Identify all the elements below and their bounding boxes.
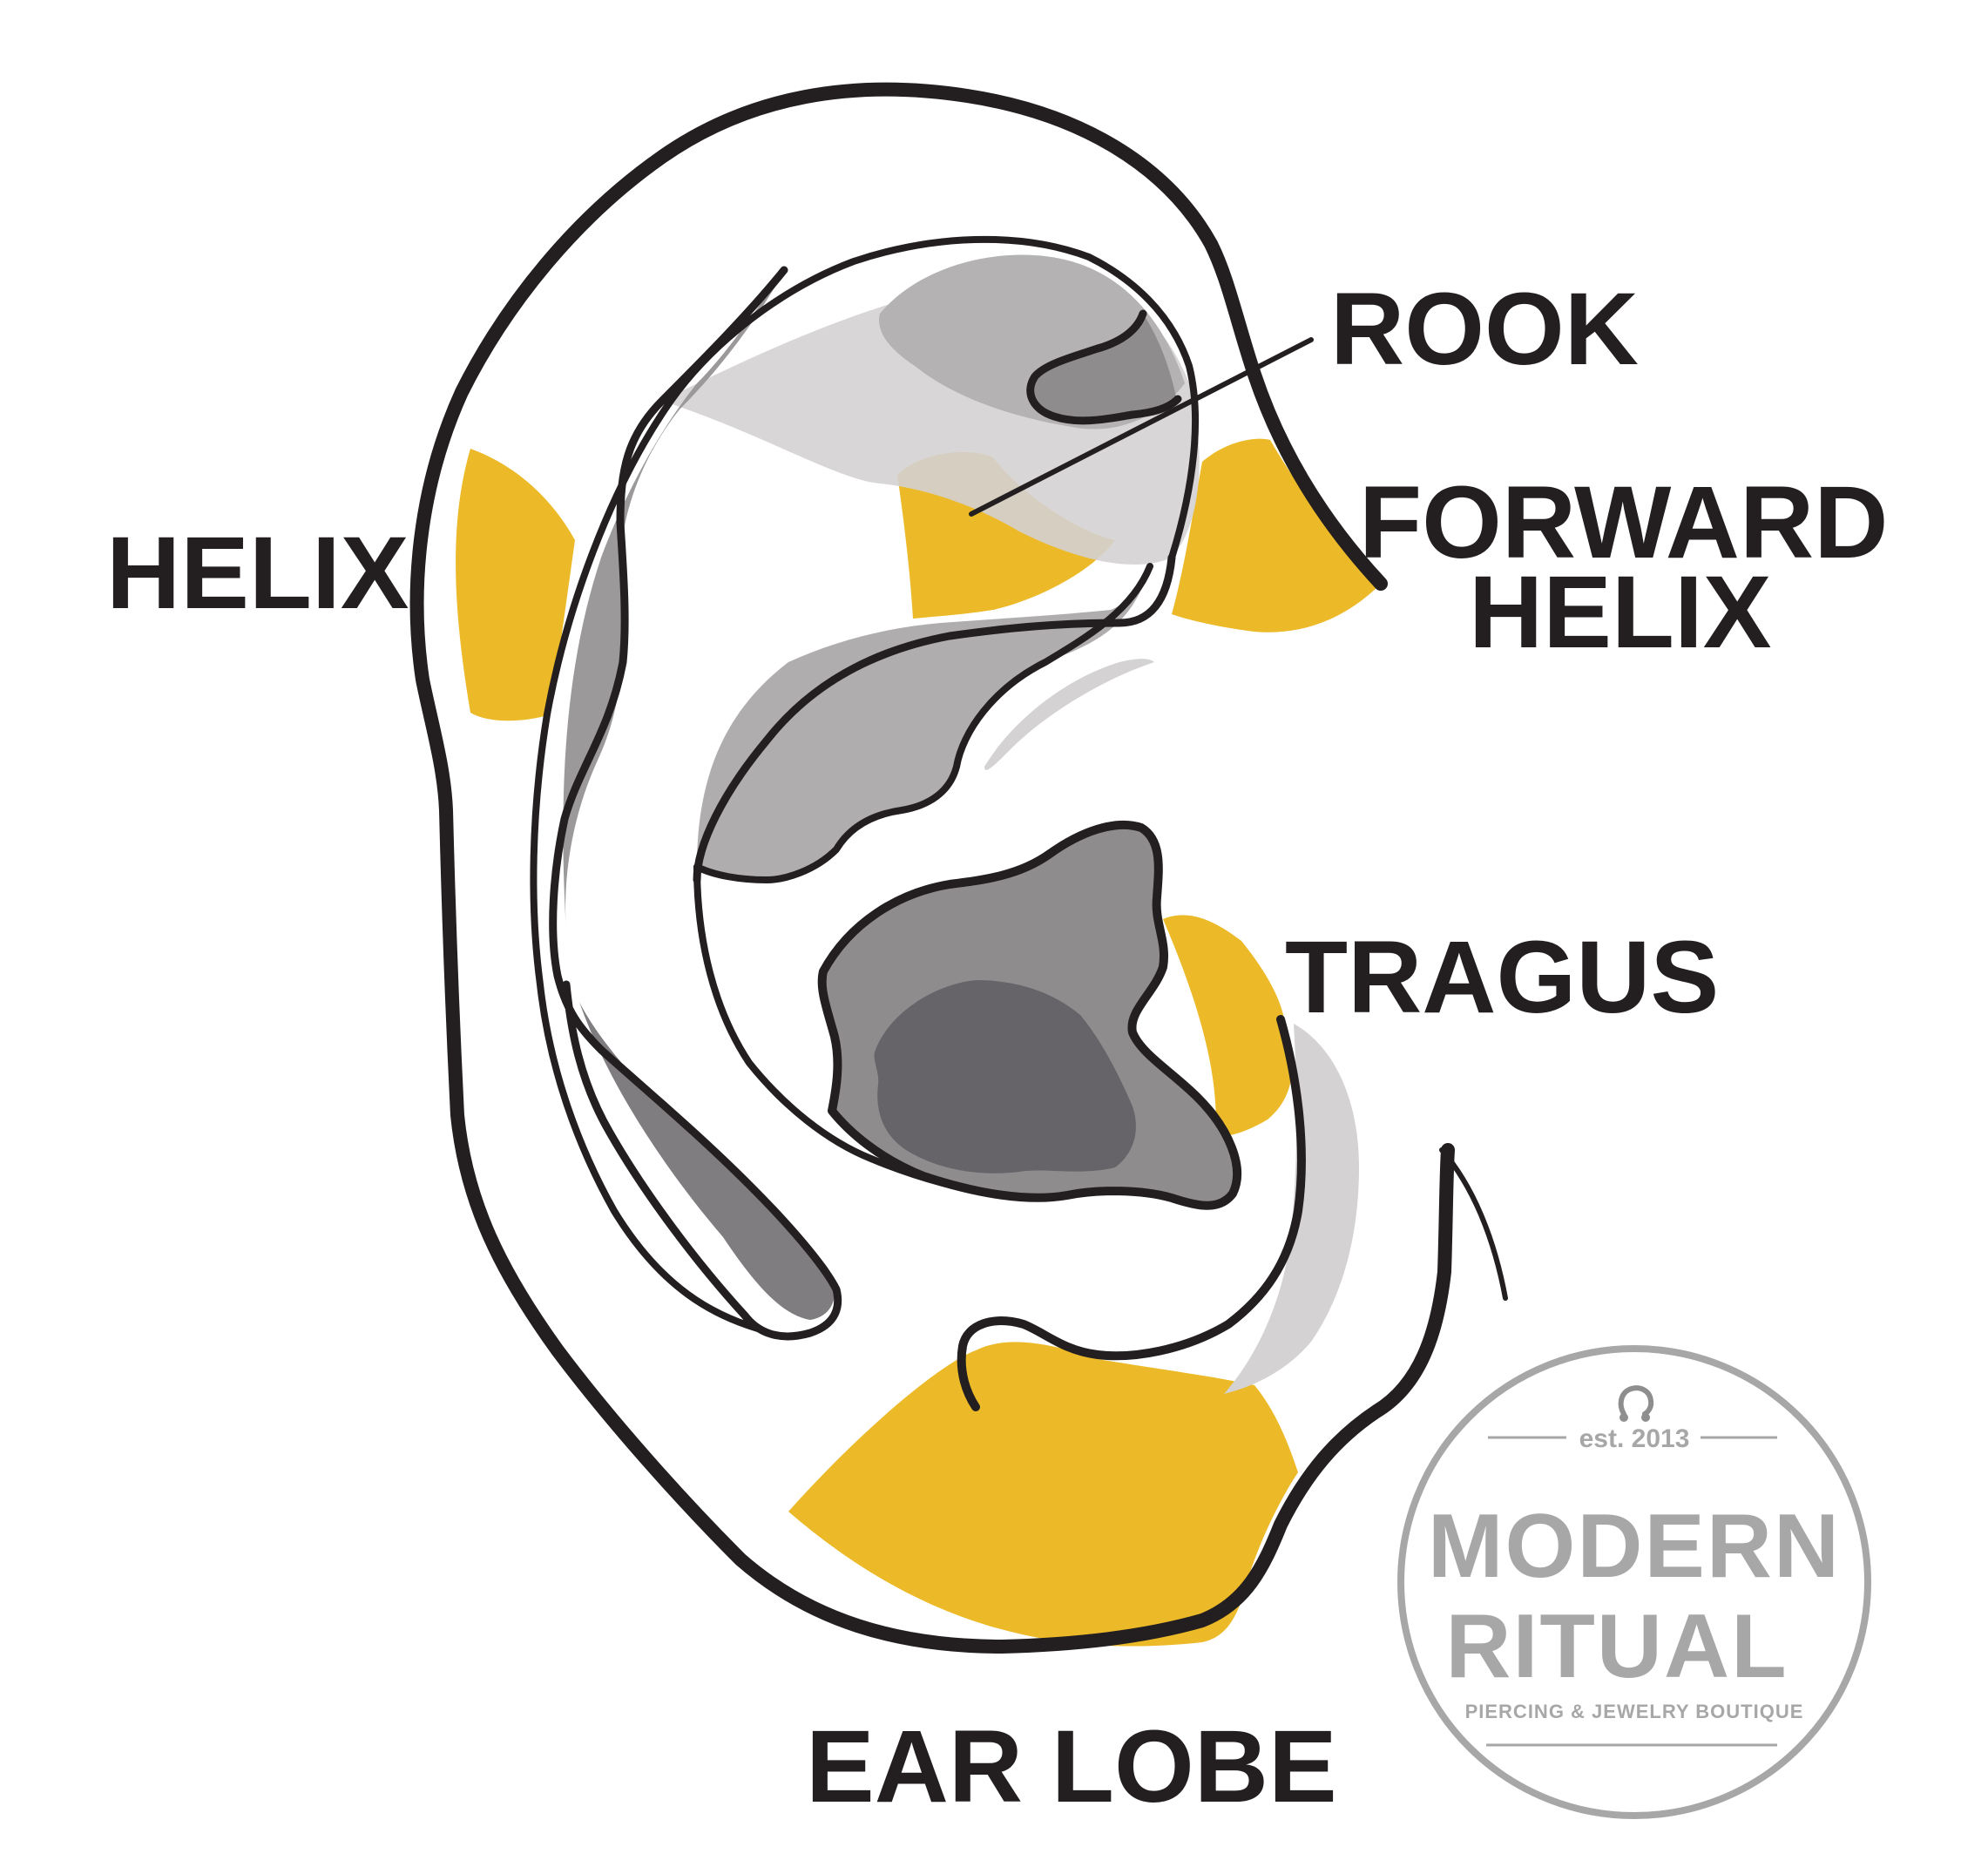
ear-canal-shade bbox=[874, 980, 1136, 1174]
antihelix-fold-outline bbox=[693, 553, 1176, 884]
concha-cleft-outline bbox=[693, 563, 1153, 883]
ring-bead-left bbox=[1619, 1413, 1628, 1422]
tragus-shadow bbox=[1224, 1024, 1359, 1394]
label-helix: HELIX bbox=[106, 516, 409, 631]
logo-brand-line2: RITUAL bbox=[1445, 1596, 1788, 1697]
logo-ring bbox=[1397, 1345, 1871, 1819]
helix-zone bbox=[456, 449, 575, 721]
tragus-zone bbox=[1163, 915, 1293, 1137]
label-rook: ROOK bbox=[1330, 272, 1639, 387]
logo-tagline: PIERCING & JEWELRY BOUTIQUE bbox=[1465, 1701, 1804, 1722]
ear-outlines bbox=[409, 82, 1508, 1654]
forward-helix-zone bbox=[1172, 438, 1381, 632]
logo-brand-line1: MODERN bbox=[1428, 1496, 1841, 1597]
outer-helix-outline bbox=[409, 82, 1455, 1654]
ear-lobe-zone bbox=[788, 1342, 1298, 1647]
label-tragus: TRAGUS bbox=[1285, 920, 1719, 1035]
inner-helix-outline bbox=[530, 235, 1200, 1332]
rook-pointer-line bbox=[969, 337, 1314, 517]
concha-bowl-outline bbox=[817, 820, 1241, 1210]
antihelix-outline bbox=[549, 266, 842, 1341]
rook-fold bbox=[1031, 314, 1176, 419]
piercing-labels: HELIX ROOK FORWARD HELIX TRAGUS EAR LOBE bbox=[106, 272, 1888, 1824]
tragus-edge-outline bbox=[1439, 1147, 1508, 1301]
logo-est: est. 2013 bbox=[1579, 1424, 1690, 1453]
inner-anatomy bbox=[563, 254, 1359, 1394]
antihelix-lower-shade bbox=[579, 1002, 835, 1320]
concha-upper-shade bbox=[697, 566, 1150, 880]
label-forward-helix-1: FORWARD bbox=[1359, 465, 1888, 580]
label-ear-lobe: EAR LOBE bbox=[806, 1709, 1337, 1824]
rook-fold-outline bbox=[1026, 309, 1182, 425]
antihelix-shade bbox=[563, 279, 780, 932]
antitragus-outline bbox=[957, 1015, 1306, 1411]
brand-logo: est. 2013 MODERN RITUAL PIERCING & JEWEL… bbox=[1397, 1345, 1871, 1819]
label-forward-helix-2: HELIX bbox=[1469, 555, 1772, 670]
horseshoe-ring-icon bbox=[1618, 1385, 1654, 1417]
ring-bead-right bbox=[1641, 1413, 1650, 1422]
